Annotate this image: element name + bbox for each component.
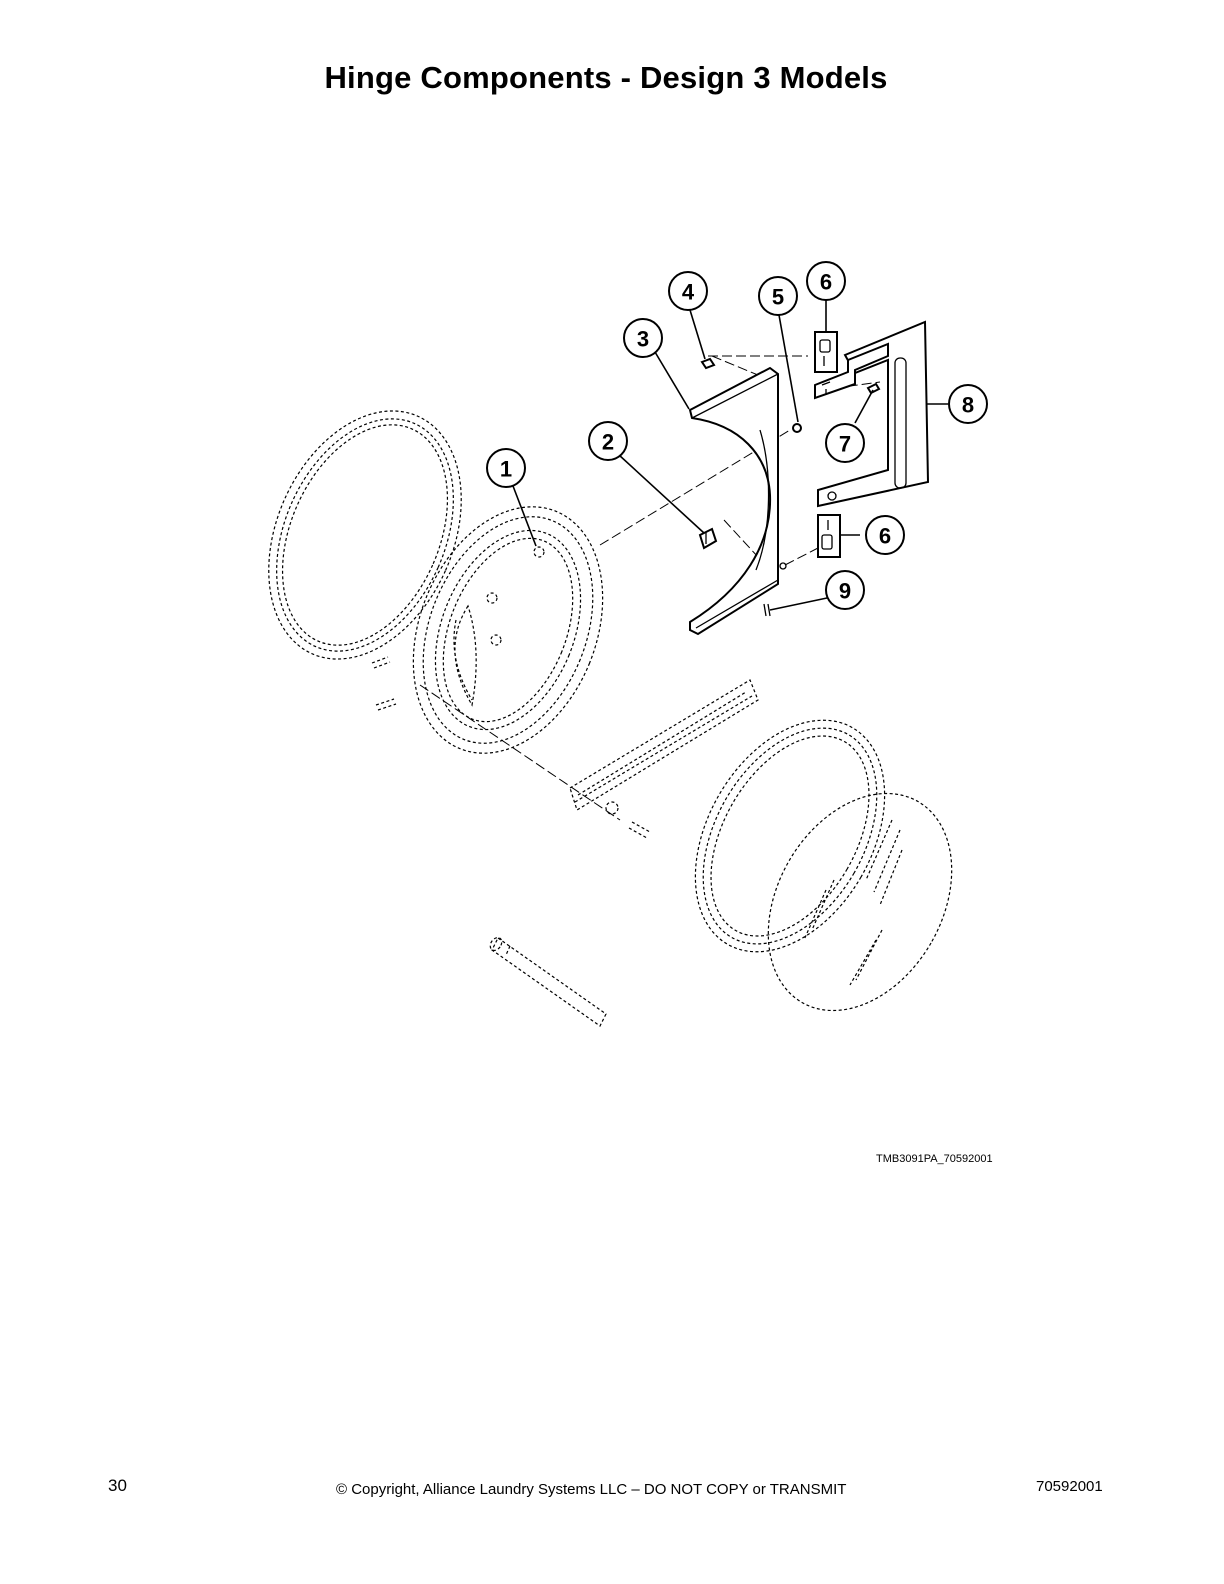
figure-id: TMB3091PA_70592001 <box>876 1153 993 1165</box>
hinge-plate-part-8 <box>814 320 930 508</box>
callout-8: 8 <box>948 384 988 424</box>
page-title: Hinge Components - Design 3 Models <box>324 60 888 95</box>
door-ring-phantom <box>412 506 604 754</box>
callout-4-label: 4 <box>682 280 695 305</box>
callout-1: 1 <box>486 448 526 488</box>
callout-6-bottom: 6 <box>865 515 905 555</box>
hinge-shim-part-6-bottom <box>817 514 841 558</box>
callout-leaders <box>512 299 948 611</box>
callout-8-label: 8 <box>962 393 974 418</box>
callout-1-label: 1 <box>500 457 512 482</box>
callout-6-bottom-label: 6 <box>879 524 891 549</box>
callout-9-label: 9 <box>839 579 851 604</box>
page-number: 30 <box>108 1476 127 1495</box>
hardware-fasteners <box>700 357 802 617</box>
callout-9: 9 <box>825 570 865 610</box>
door-glass-phantom <box>767 792 953 1012</box>
callout-4: 4 <box>668 271 708 311</box>
callout-7-label: 7 <box>839 432 851 457</box>
hinge-arm-part-3 <box>688 366 779 636</box>
screw-part-7 <box>866 382 881 395</box>
copyright-notice: © Copyright, Alliance Laundry Systems LL… <box>336 1481 847 1498</box>
hinge-bar-phantom <box>569 679 759 811</box>
callout-3: 3 <box>623 318 663 358</box>
callout-2-label: 2 <box>602 430 614 455</box>
document-number: 70592001 <box>1036 1478 1103 1495</box>
hinge-pin-phantom <box>489 936 607 1027</box>
callout-6-top: 6 <box>806 261 846 301</box>
callout-2: 2 <box>588 421 628 461</box>
callout-6-top-label: 6 <box>820 270 832 295</box>
callout-7: 7 <box>825 423 865 463</box>
callout-5-label: 5 <box>772 285 784 310</box>
lower-fastener-phantom <box>605 801 651 839</box>
callout-3-label: 3 <box>637 327 649 352</box>
glass-gasket-phantom <box>694 719 886 953</box>
door-fasteners <box>371 546 545 711</box>
bracket-part-2 <box>698 527 718 550</box>
callout-5: 5 <box>758 276 798 316</box>
door-gasket-phantom <box>268 410 462 660</box>
hinge-shim-part-6-top <box>814 331 838 373</box>
